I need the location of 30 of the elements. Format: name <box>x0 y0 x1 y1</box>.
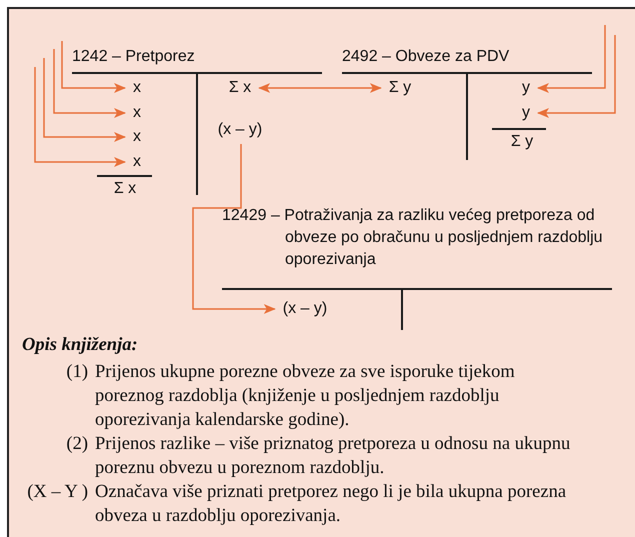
total-entry: Σ y <box>510 132 534 152</box>
arrow <box>53 49 126 118</box>
description-text: Označava više priznati pretporez nego li je bila ukupna porezna obveza u razdoblju oporezivanja. <box>95 481 568 528</box>
account-title: 1242 – Pretporez <box>72 47 195 67</box>
description-text: Prijenos razlike – više priznatog pretporeza u odnosu na ukupnu poreznu obvezu u poreznom razdoblju. <box>95 433 572 480</box>
item-number: (X – Y ) <box>26 481 88 504</box>
arrow <box>537 35 616 118</box>
arrow <box>61 41 126 93</box>
entry-amount: Σ y <box>388 78 412 98</box>
account-title: 12429 – Potraživanja za razliku većeg pretporeza od obveze po obračunu u posljednjem razdoblju oporezivanja <box>222 206 604 270</box>
entry-amount: x <box>133 78 141 98</box>
entry-amount: Σ x <box>228 78 252 98</box>
entry-amount: x <box>133 103 141 123</box>
entry-amount: y <box>522 103 530 123</box>
account-title: 2492 – Obveze za PDV <box>342 47 510 67</box>
arrow <box>34 67 126 167</box>
arrow <box>537 25 606 93</box>
arrow <box>43 58 126 142</box>
entry-amount: (x – y) <box>282 299 328 319</box>
description-text: Prijenos ukupne porezne obveze za sve isporuke tijekom poreznog razdoblja (knjiženje u posljednjem razdoblju oporezivanja kalendarske godine). <box>95 361 516 432</box>
entry-amount: x <box>133 152 141 172</box>
item-number: (1) <box>65 361 88 384</box>
entry-amount: y <box>522 78 530 98</box>
total-entry: Σ x <box>114 179 136 199</box>
entry-amount: x <box>133 127 141 147</box>
arrow <box>258 83 382 93</box>
entry-amount: (x – y) <box>218 120 262 140</box>
item-number: (2) <box>65 433 88 456</box>
arrow <box>192 144 276 314</box>
description-heading: Opis knjiženja: <box>22 334 138 357</box>
